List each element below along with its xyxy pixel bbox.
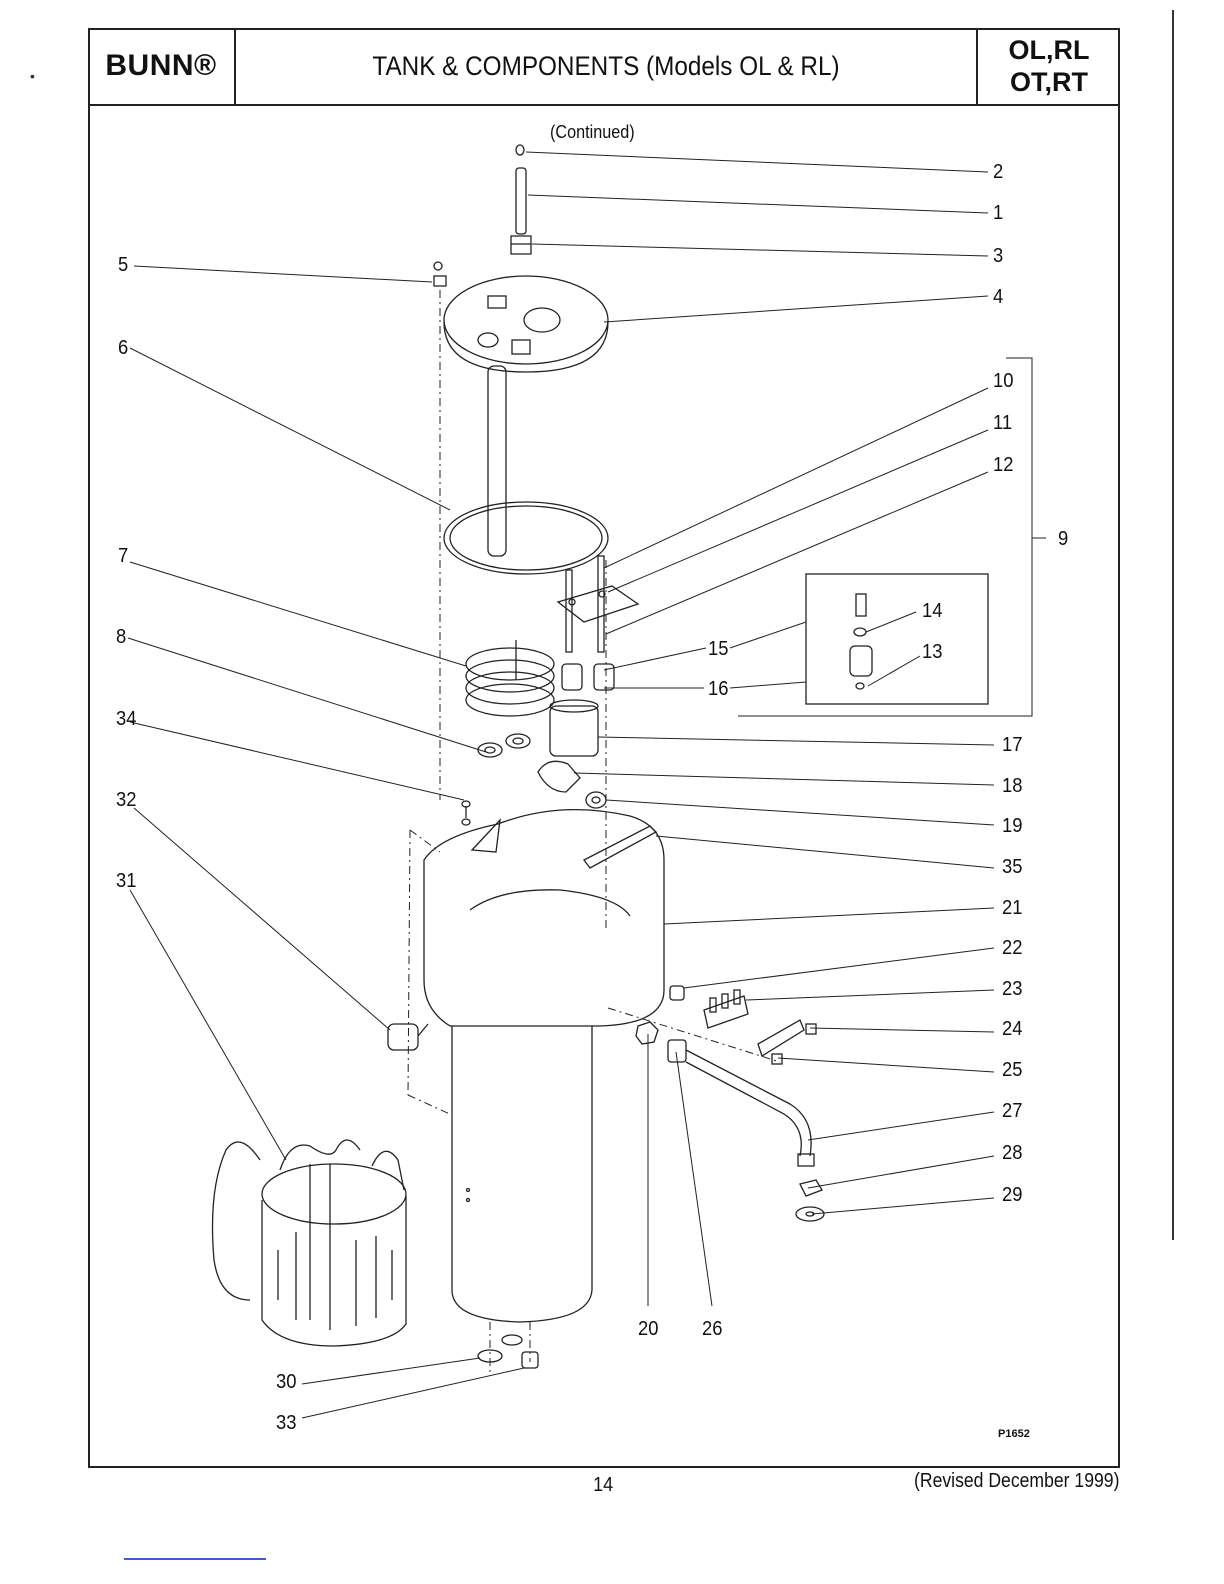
callout-30: 30 — [276, 1372, 296, 1392]
callout-28: 28 — [1002, 1143, 1022, 1163]
bracket-strip — [584, 826, 656, 868]
callout-25: 25 — [1002, 1060, 1022, 1080]
page-number: 14 — [593, 1474, 613, 1497]
callout-13: 13 — [922, 642, 942, 662]
callout-10: 10 — [993, 371, 1013, 391]
callout-2: 2 — [993, 162, 1003, 182]
callout-9: 9 — [1058, 529, 1068, 549]
callout-4: 4 — [993, 287, 1003, 307]
fitting — [538, 761, 606, 808]
callout-32: 32 — [116, 790, 136, 810]
tank-lid — [444, 276, 608, 372]
callout-1: 1 — [993, 203, 1003, 223]
callout-26: 26 — [702, 1319, 722, 1339]
small-cap — [670, 986, 684, 1000]
gasket — [444, 502, 608, 574]
callout-12: 12 — [993, 455, 1013, 475]
nut-washer — [796, 1180, 824, 1221]
callout-18: 18 — [1002, 776, 1022, 796]
detail-inset — [806, 574, 988, 704]
heating-element — [466, 640, 554, 716]
bottom-fittings — [478, 1335, 538, 1368]
heater-band — [213, 1140, 407, 1346]
callout-6: 6 — [118, 338, 128, 358]
callout-16: 16 — [708, 679, 728, 699]
leader-lines — [128, 152, 1046, 1418]
callout-19: 19 — [1002, 816, 1022, 836]
probe-plate — [558, 556, 638, 652]
screw — [462, 801, 470, 825]
washers — [478, 734, 530, 757]
revision-note: (Revised December 1999) — [914, 1470, 1119, 1493]
callout-33: 33 — [276, 1413, 296, 1433]
callout-23: 23 — [1002, 979, 1022, 999]
callout-35: 35 — [1002, 857, 1022, 877]
callout-15: 15 — [708, 639, 728, 659]
callout-11: 11 — [993, 413, 1012, 433]
callout-8: 8 — [116, 627, 126, 647]
callout-27: 27 — [1002, 1101, 1022, 1121]
callout-34: 34 — [116, 709, 136, 729]
callout-3: 3 — [993, 246, 1003, 266]
terminal-block — [704, 990, 748, 1028]
cylinder-part — [550, 700, 598, 756]
callout-14: 14 — [922, 601, 942, 621]
drain-tube — [686, 1050, 814, 1166]
tube-assembly — [511, 145, 531, 254]
callout-22: 22 — [1002, 938, 1022, 958]
callout-31: 31 — [116, 871, 136, 891]
callout-17: 17 — [1002, 735, 1022, 755]
clip-part — [434, 262, 446, 286]
nut-and-fitting — [636, 1022, 686, 1062]
footer-rule — [124, 1558, 266, 1560]
callout-7: 7 — [118, 546, 128, 566]
callout-29: 29 — [1002, 1185, 1022, 1205]
callout-20: 20 — [638, 1319, 658, 1339]
callout-5: 5 — [118, 255, 128, 275]
callout-24: 24 — [1002, 1019, 1022, 1039]
callout-21: 21 — [1002, 898, 1022, 918]
figure-reference: P1652 — [998, 1428, 1030, 1440]
overflow-tube — [488, 366, 506, 556]
tank-shell — [424, 810, 664, 1322]
